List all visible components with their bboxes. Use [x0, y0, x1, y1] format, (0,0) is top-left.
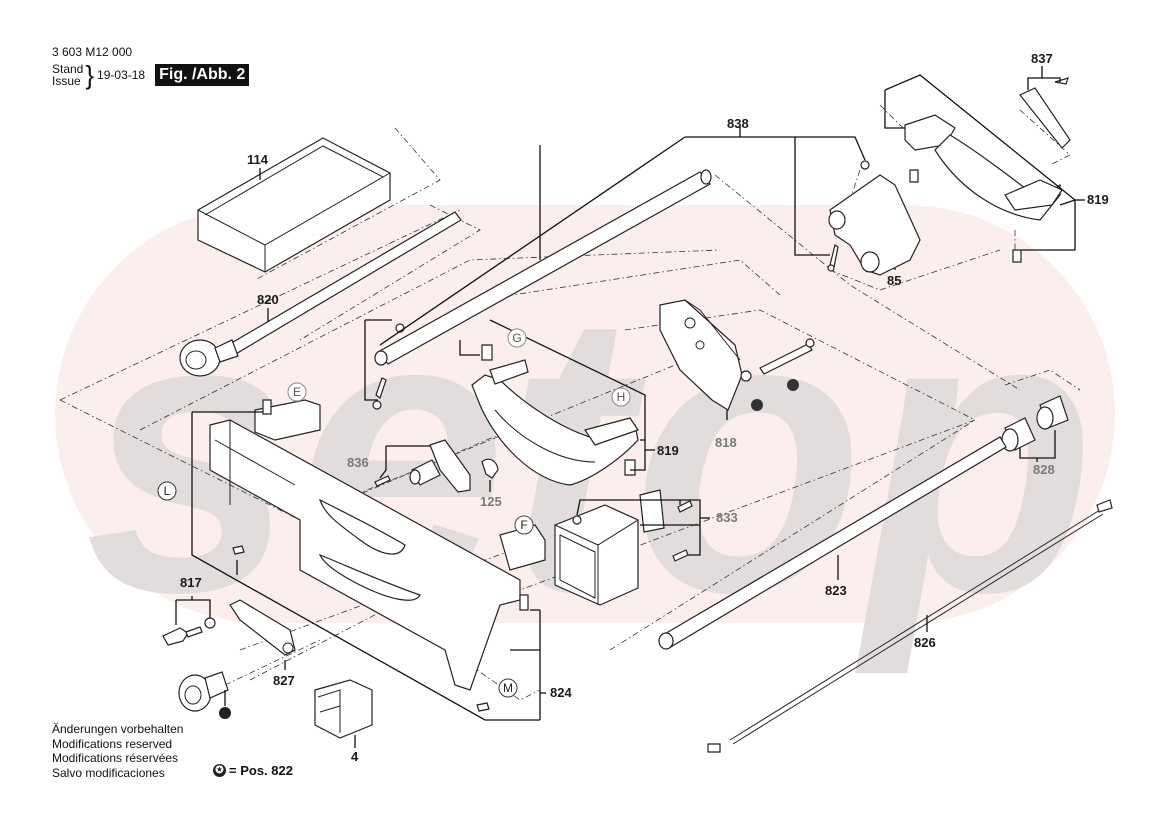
star-marker-icon [751, 399, 763, 411]
callout-837[interactable]: 837 [1031, 51, 1053, 66]
document-number: 3 603 M12 000 [52, 45, 133, 59]
notice-de: Änderungen vorbehalten [52, 722, 184, 736]
star-marker-icon [787, 379, 799, 391]
callout-824[interactable]: 824 [550, 685, 572, 700]
svg-text:L: L [164, 484, 171, 498]
part-125-clip [481, 458, 499, 479]
part-823-tube [658, 436, 1007, 650]
part-833-switch-box [554, 489, 693, 606]
star-marker-icon [219, 707, 231, 719]
figure-badge: Fig. /Abb. 2 [155, 64, 250, 86]
ref-letter-F: F [514, 515, 534, 535]
stand-label: Stand [52, 62, 84, 76]
part-818-housing-plate [659, 299, 815, 411]
callout-125[interactable]: 125 [480, 494, 502, 509]
star-legend: ✪ = Pos. 822 [213, 763, 293, 778]
modifications-notice: Änderungen vorbehalten Modifications res… [52, 722, 183, 780]
callout-817[interactable]: 817 [180, 575, 202, 590]
svg-text:E: E [293, 385, 301, 399]
ref-letter-L: L [157, 481, 177, 501]
part-callouts: 114 820 838 837 819 85 819 818 836 125 8… [180, 51, 1109, 764]
star-markers [219, 379, 799, 719]
callout-114[interactable]: 114 [247, 152, 269, 167]
part-819-mid-blade-guard [471, 344, 639, 486]
svg-text:F: F [520, 518, 527, 532]
issue-date: 19-03-18 [97, 67, 146, 82]
callout-827[interactable]: 827 [273, 673, 295, 688]
part-knob [178, 671, 229, 712]
part-827-lever-arm [229, 599, 296, 656]
leader-lines [175, 66, 1085, 748]
part-820-knob-rod [179, 211, 462, 377]
reference-letters: E F G H L M [157, 328, 631, 698]
callout-818[interactable]: 818 [715, 435, 737, 450]
svg-text:G: G [512, 331, 521, 345]
callout-836[interactable]: 836 [347, 455, 369, 470]
notice-en: Modifications reserved [52, 736, 173, 751]
callout-823[interactable]: 823 [825, 583, 847, 598]
callout-819-top[interactable]: 819 [1087, 192, 1109, 207]
part-table-frame [209, 399, 546, 712]
issue-label: Issue [52, 74, 81, 88]
part-4-rocker-switch [314, 679, 373, 739]
part-817-thumb-screw [162, 617, 216, 646]
callout-826[interactable]: 826 [914, 635, 936, 650]
callout-4[interactable]: 4 [351, 749, 359, 764]
ref-letter-M: M [498, 678, 518, 698]
callout-838[interactable]: 838 [727, 116, 749, 131]
part-826-cable [707, 499, 1113, 753]
star-icon: ✪ [213, 764, 226, 777]
svg-text:H: H [617, 390, 626, 404]
star-legend-text: = Pos. 822 [229, 763, 293, 778]
part-85-bracket [827, 160, 921, 276]
part-828-bushings [1001, 395, 1069, 452]
notice-fr: Modifications réservées [52, 751, 179, 765]
stand-issue-block: Stand Issue } 19-03-18 Fig. /Abb. 2 [52, 60, 250, 90]
callout-828[interactable]: 828 [1033, 462, 1055, 477]
callout-833[interactable]: 833 [716, 510, 738, 525]
callout-85[interactable]: 85 [887, 273, 901, 288]
callout-819-mid[interactable]: 819 [657, 443, 679, 458]
part-836-lever [374, 439, 471, 493]
part-114-tray [197, 137, 391, 273]
stand-issue-labels: Stand Issue [52, 63, 83, 87]
ref-letter-G: G [507, 328, 527, 348]
callout-820[interactable]: 820 [257, 292, 279, 307]
ref-letter-E: E [287, 382, 307, 402]
notice-es: Salvo modificaciones [52, 765, 165, 780]
part-819-top-blade-guard [904, 77, 1071, 263]
ref-letter-H: H [611, 387, 631, 407]
brace-icon: } [85, 60, 95, 90]
svg-text:M: M [503, 681, 513, 695]
